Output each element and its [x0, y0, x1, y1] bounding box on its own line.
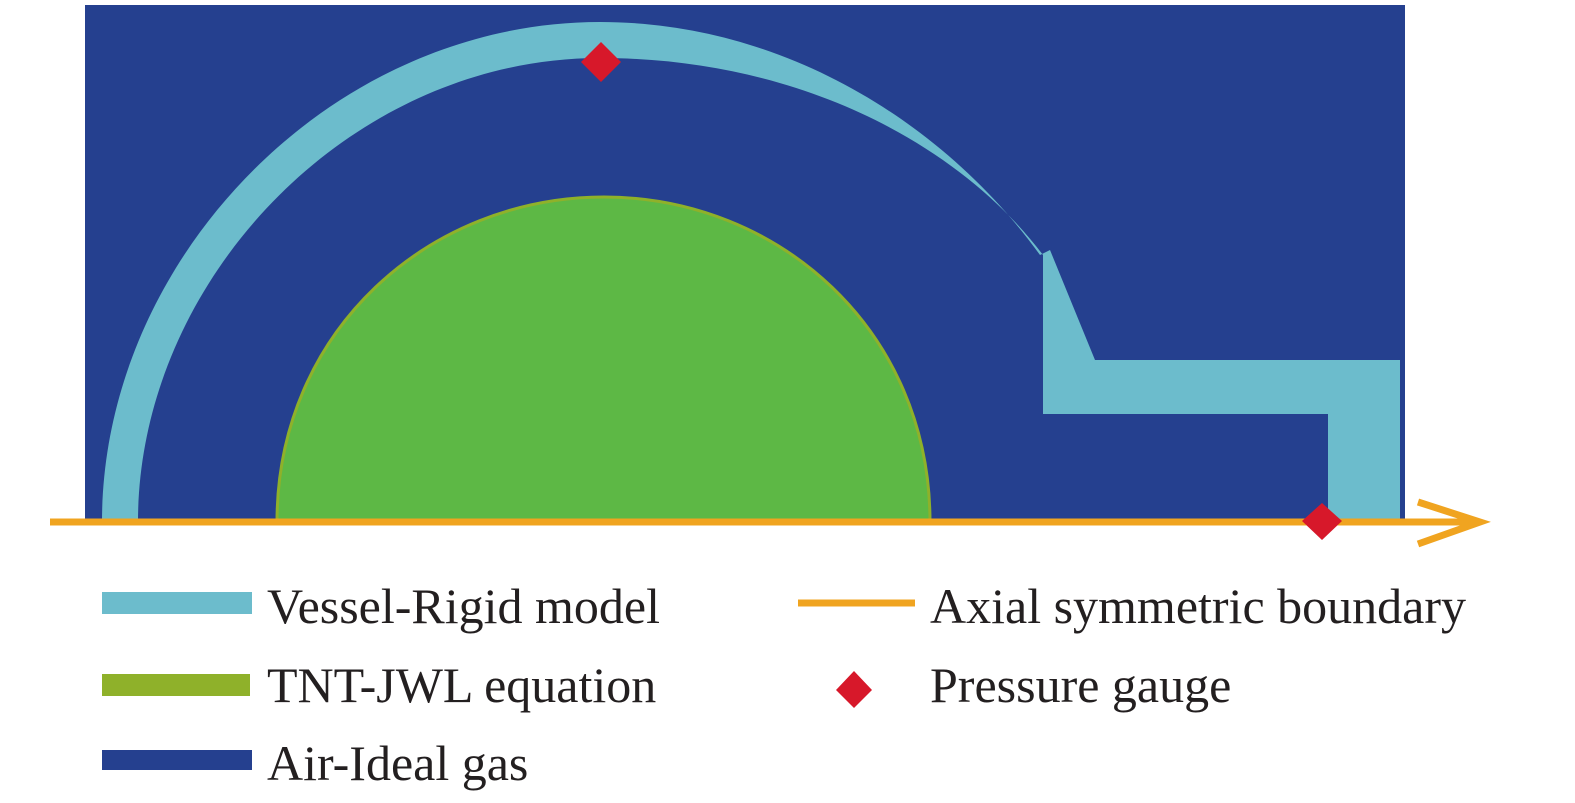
- legend-tnt-swatch: [102, 674, 250, 696]
- legend-air-swatch: [102, 750, 252, 770]
- legend-vessel-label: Vessel-Rigid model: [267, 578, 660, 634]
- legend-gauge-label: Pressure gauge: [930, 657, 1231, 713]
- vessel-wall: [102, 22, 1400, 522]
- pressure-gauge-top: [581, 42, 621, 82]
- axis-arrow-head: [1416, 498, 1491, 548]
- tnt-charge: [275, 195, 932, 524]
- legend-axis-label: Axial symmetric boundary: [930, 578, 1466, 634]
- legend-air-label: Air-Ideal gas: [267, 735, 528, 791]
- legend: Vessel-Rigid model TNT-JWL equation Air-…: [102, 578, 1466, 791]
- legend-tnt-label: TNT-JWL equation: [267, 657, 656, 713]
- pressure-gauge-axis: [1302, 503, 1342, 540]
- legend-vessel-swatch: [102, 592, 252, 614]
- legend-gauge-icon: [836, 671, 872, 708]
